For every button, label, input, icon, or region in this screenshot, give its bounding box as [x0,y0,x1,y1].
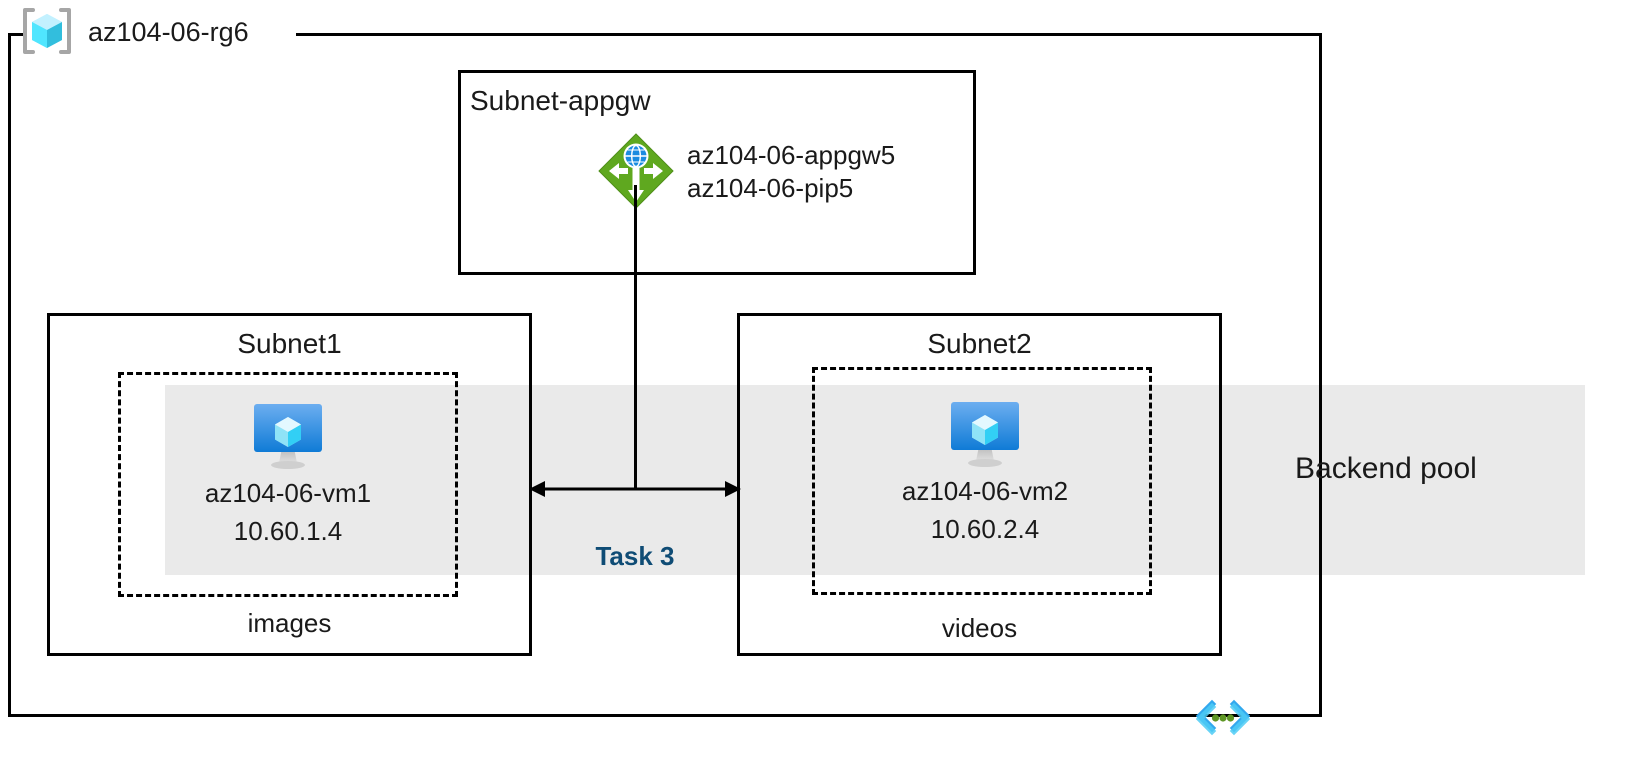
subnet-to-subnet-arrow [529,481,741,497]
backend-pool-label: Backend pool [1295,452,1477,485]
subnet2-dashed-boundary [812,367,1152,595]
vm2-node: az104-06-vm2 10.60.2.4 [865,398,1105,545]
virtual-machine-icon [254,404,322,469]
vm1-node: az104-06-vm1 10.60.1.4 [168,400,408,547]
application-gateway-node: az104-06-appgw5 az104-06-pip5 [597,132,895,210]
backend-pool-band [165,385,1585,575]
subnet-appgw-title: Subnet-appgw [470,85,651,116]
code-brackets-icon [1196,699,1250,736]
subnet1-caption: images [247,608,332,638]
subnet2-caption: videos [941,613,1018,643]
vm2-ip: 10.60.2.4 [930,513,1040,544]
subnet1-title: Subnet1 [237,328,342,359]
appgw-connector-line [634,185,637,488]
appgw-pip-label: az104-06-pip5 [687,173,854,204]
subnet1-dashed-boundary [118,372,458,597]
virtual-machine-icon [951,402,1019,467]
resource-group-cube-icon [23,8,71,54]
resource-group-box [8,33,1322,717]
appgw-name-label: az104-06-appgw5 [687,140,896,170]
task-3-label: Task 3 [595,541,675,571]
resource-group-name: az104-06-rg6 [88,17,249,47]
vm1-ip: 10.60.1.4 [233,515,343,546]
vm2-name: az104-06-vm2 [901,476,1069,506]
vm1-name: az104-06-vm1 [204,478,372,508]
subnet2-box [737,313,1222,656]
application-gateway-labels: az104-06-appgw5 az104-06-pip5 [687,139,895,206]
subnet1-box [47,313,532,656]
subnet-appgw-box [458,70,976,275]
subnet2-title: Subnet2 [927,328,1032,359]
